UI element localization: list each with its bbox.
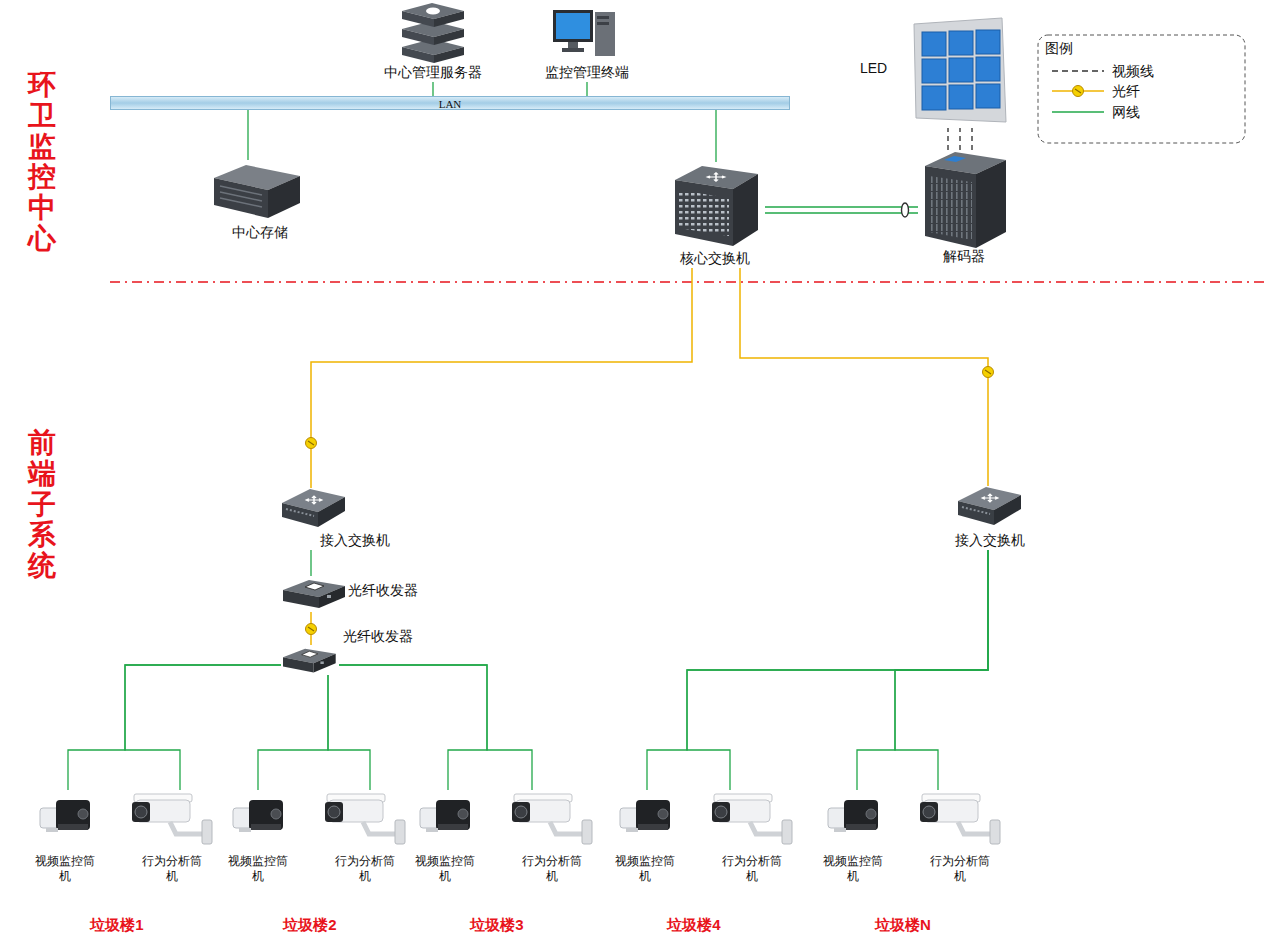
legend-text: 光纤 — [1112, 83, 1140, 99]
core-switch-icon — [675, 166, 758, 246]
device-label: 行为分析筒机 — [520, 854, 584, 884]
camera-node: 行为分析筒机 — [707, 790, 797, 890]
legend-frame — [1038, 35, 1245, 143]
zone-title: 环卫监控中心 — [28, 70, 56, 255]
fiber-cable — [311, 268, 692, 488]
device-label: 行为分析筒机 — [720, 854, 784, 884]
camera-node: 视频监控筒机 — [20, 790, 110, 890]
device-label: 核心交换机 — [680, 250, 750, 266]
server-icon — [402, 3, 464, 63]
lan-bus: LAN — [110, 96, 790, 110]
storage-icon — [214, 165, 300, 218]
access-switch-node: 接入交换机 — [280, 488, 404, 550]
storage-node: 中心存储 — [205, 160, 315, 242]
zone-title: 前端子系统 — [28, 428, 56, 582]
fiber-mark — [306, 624, 317, 635]
network-cable — [647, 550, 988, 790]
device-label: 行为分析筒机 — [140, 854, 204, 884]
network-cable — [247, 110, 248, 160]
access-switch-icon — [958, 487, 1021, 525]
cable-bundle-mark — [902, 203, 909, 217]
camera-node: 视频监控筒机 — [400, 790, 490, 890]
legend-sample-network — [1052, 111, 1104, 113]
device-label: 行为分析筒机 — [333, 854, 397, 884]
zone-divider — [110, 281, 1267, 283]
fiber-mark — [983, 367, 994, 378]
decoder-node: 解码器 — [918, 150, 1010, 266]
device-label: 光纤收发器 — [343, 628, 413, 644]
device-label: 光纤收发器 — [348, 582, 418, 598]
access-switch-icon — [282, 489, 345, 527]
building-label: 垃圾楼N — [875, 916, 931, 934]
camera-icons — [40, 794, 1000, 844]
access-switch-node: 接入交换机 — [938, 486, 1042, 550]
terminal-icon — [553, 10, 615, 56]
fiber-cable — [740, 268, 988, 486]
network-cable — [857, 550, 988, 790]
device-label: 监控管理终端 — [545, 64, 629, 80]
network-cable — [68, 665, 281, 790]
camera-node: 行为分析筒机 — [320, 790, 410, 890]
camera-node: 行为分析筒机 — [127, 790, 217, 890]
device-label: LED — [860, 60, 887, 76]
device-label: LAN — [439, 97, 462, 111]
camera-node: 视频监控筒机 — [600, 790, 690, 890]
camera-node: 视频监控筒机 — [808, 790, 898, 890]
network-cable — [765, 207, 918, 213]
building-label: 垃圾楼4 — [667, 916, 720, 934]
camera-node: 行为分析筒机 — [915, 790, 1005, 890]
building-label: 垃圾楼1 — [90, 916, 143, 934]
transceiver-icon — [283, 649, 336, 673]
network-cable — [715, 110, 716, 162]
network-cable — [687, 550, 988, 790]
device-label: 解码器 — [943, 248, 985, 264]
fiber-mark — [306, 438, 317, 449]
legend-title: 图例 — [1045, 39, 1073, 57]
device-label: 视频监控筒机 — [413, 854, 477, 884]
video-cable — [948, 128, 972, 150]
transceiver-icon — [283, 580, 345, 608]
camera-node: 视频监控筒机 — [213, 790, 303, 890]
network-cable — [586, 82, 587, 96]
legend-text: 视频线 — [1112, 63, 1154, 79]
device-label: 行为分析筒机 — [928, 854, 992, 884]
network-cable — [339, 665, 487, 790]
legend-sample-video — [1052, 70, 1104, 72]
camera-node: 行为分析筒机 — [507, 790, 597, 890]
fiber-mark — [1073, 86, 1084, 97]
network-cable — [339, 665, 532, 790]
device-label: 视频监控筒机 — [226, 854, 290, 884]
network-cable — [328, 675, 370, 790]
building-label: 垃圾楼3 — [470, 916, 523, 934]
decoder-icon — [925, 152, 1006, 248]
network-cable — [432, 82, 433, 96]
network-cable — [310, 550, 311, 576]
device-label: 中心管理服务器 — [384, 64, 482, 80]
server-node: 中心管理服务器 — [370, 2, 496, 82]
device-label: 接入交换机 — [320, 532, 390, 548]
terminal-node: 监控管理终端 — [530, 6, 644, 82]
legend-text: 网线 — [1112, 104, 1140, 120]
device-label: 中心存储 — [232, 224, 288, 240]
device-label: 接入交换机 — [955, 532, 1025, 548]
transceiver-node: 光纤收发器 — [280, 576, 430, 612]
network-cable — [895, 550, 988, 790]
led-wall-node: LED — [852, 16, 1012, 128]
led-wall-icon — [914, 18, 1006, 122]
network-cable — [258, 675, 328, 790]
building-label: 垃圾楼2 — [283, 916, 336, 934]
device-label: 视频监控筒机 — [821, 854, 885, 884]
core-switch-node: 核心交换机 — [665, 162, 765, 268]
transceiver-node: 光纤收发器 — [281, 645, 339, 675]
device-label: 视频监控筒机 — [613, 854, 677, 884]
device-label: 视频监控筒机 — [33, 854, 97, 884]
